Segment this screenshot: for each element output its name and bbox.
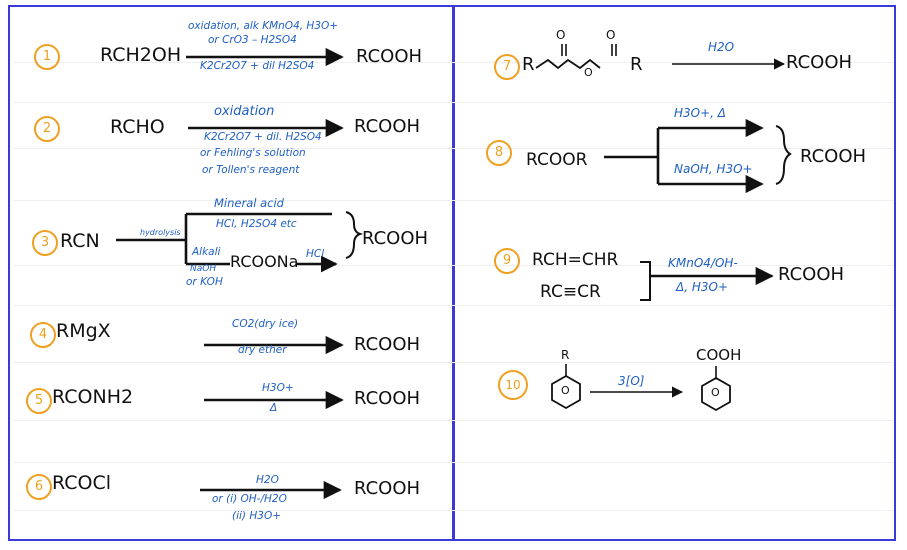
reaction-4-product: RCOOH (354, 334, 421, 355)
reaction-3-hydrolysis-label: hydrolysis (140, 228, 181, 237)
reaction-8-reactant: RCOOR (526, 150, 588, 170)
reaction-5-product: RCOOH (354, 388, 421, 409)
reaction-10-benzene-right (701, 376, 731, 412)
reaction-2-condition-3: or Fehling's solution (200, 147, 306, 159)
reaction-10-ring-right-label: O (711, 386, 720, 399)
reaction-4-condition-2: dry ether (238, 344, 287, 356)
ruled-line (14, 265, 893, 266)
ruled-line (14, 62, 893, 63)
reaction-3-brace (345, 211, 364, 259)
reaction-4-number: 4 (30, 322, 56, 348)
reaction-3-alkali-reagent-2: or KOH (186, 276, 223, 288)
reaction-8-number: 8 (486, 140, 512, 166)
reaction-7-o-bridge: O (584, 66, 593, 79)
reaction-5-condition-2: Δ (270, 402, 278, 414)
reaction-8-upper-conditions: H3O+, Δ (674, 106, 726, 120)
reaction-10-condition: 3[O] (618, 374, 645, 388)
reaction-10-ring-left-label: O (561, 384, 570, 397)
reaction-1-condition-2: or CrO3 – H2SO4 (208, 34, 297, 46)
reaction-1-reactant: RCH2OH (100, 44, 182, 66)
ruled-line (14, 148, 893, 149)
reaction-2-condition-1: oxidation (214, 104, 275, 119)
reaction-4-reactant: RMgX (56, 320, 111, 342)
reaction-10-number: 10 (498, 370, 528, 400)
reaction-7-o-right: O (606, 28, 616, 42)
reaction-7-r-left: R (522, 54, 535, 75)
reaction-3-number: 3 (32, 230, 58, 256)
reaction-9-bracket (640, 261, 651, 301)
reaction-8-lower-conditions: NaOH, H3O+ (674, 162, 753, 176)
reaction-6-reactant: RCOCl (52, 472, 112, 494)
reaction-6-condition-1: H2O (256, 474, 279, 486)
reaction-7-product: RCOOH (786, 52, 853, 73)
reaction-7-r-right: R (630, 54, 643, 75)
column-divider (452, 5, 455, 541)
reaction-3-alkali-label: Alkali (192, 246, 221, 258)
reaction-6-number: 6 (26, 474, 52, 500)
reaction-9-product: RCOOH (778, 264, 845, 285)
ruled-line (14, 305, 893, 306)
reaction-10-reactant-substituent: R (561, 348, 570, 362)
reaction-3-alkali-reagent-1: NaOH (190, 264, 217, 274)
ruled-line (14, 420, 893, 421)
reaction-3-reactant: RCN (60, 230, 100, 252)
reaction-1-product: RCOOH (356, 46, 423, 67)
reaction-9-reactant-2: RC≡CR (540, 282, 601, 302)
reaction-5-reactant: RCONH2 (52, 386, 134, 408)
reaction-3-acid-2: HCl, H2SO4 etc (216, 218, 297, 230)
reaction-3-intermediate: RCOONa (230, 252, 299, 271)
reaction-2-product: RCOOH (354, 116, 421, 137)
reaction-9-number: 9 (494, 248, 520, 274)
reaction-1-condition-3: K2Cr2O7 + dil H2SO4 (200, 60, 315, 72)
reaction-7-number: 7 (494, 54, 520, 80)
reaction-7-bonds (535, 58, 601, 70)
reaction-3-product: RCOOH (362, 228, 429, 249)
reaction-6-condition-2: or (i) OH-/H2O (212, 493, 287, 505)
ruled-line (14, 510, 893, 511)
reaction-9-condition-1: KMnO4/OH- (668, 256, 738, 270)
reaction-6-condition-3: (ii) H3O+ (232, 510, 282, 522)
reaction-2-condition-4: or Tollen's reagent (202, 164, 300, 176)
ruled-line (14, 102, 893, 103)
reaction-8-product: RCOOH (800, 146, 867, 167)
reaction-5-number: 5 (26, 388, 52, 414)
reaction-2-reactant: RCHO (110, 116, 165, 138)
ruled-line (14, 462, 893, 463)
reaction-7-condition: H2O (708, 40, 735, 54)
reaction-1-number: 1 (34, 44, 60, 70)
reaction-5-condition-1: H3O+ (262, 382, 294, 394)
reaction-9-reactant-1: RCH=CHR (532, 250, 619, 270)
reaction-10-benzene-left (551, 374, 581, 410)
reaction-9-condition-2: Δ, H3O+ (676, 280, 728, 294)
reaction-8-brace (775, 125, 792, 185)
reaction-10-product-substituent: COOH (696, 346, 742, 364)
reaction-3-acid-1: Mineral acid (214, 196, 284, 210)
reaction-1-condition-1: oxidation, alk KMnO4, H3O+ (188, 20, 339, 32)
reaction-3-acid-step: HCl (306, 248, 325, 260)
ruled-line (14, 362, 893, 363)
reaction-2-number: 2 (34, 116, 60, 142)
ruled-line (14, 200, 893, 201)
reaction-7-o-left: O (556, 28, 566, 42)
reaction-4-condition-1: CO2(dry ice) (232, 318, 299, 330)
reaction-2-condition-2: K2Cr2O7 + dil. H2SO4 (204, 131, 322, 143)
reaction-6-product: RCOOH (354, 478, 421, 499)
